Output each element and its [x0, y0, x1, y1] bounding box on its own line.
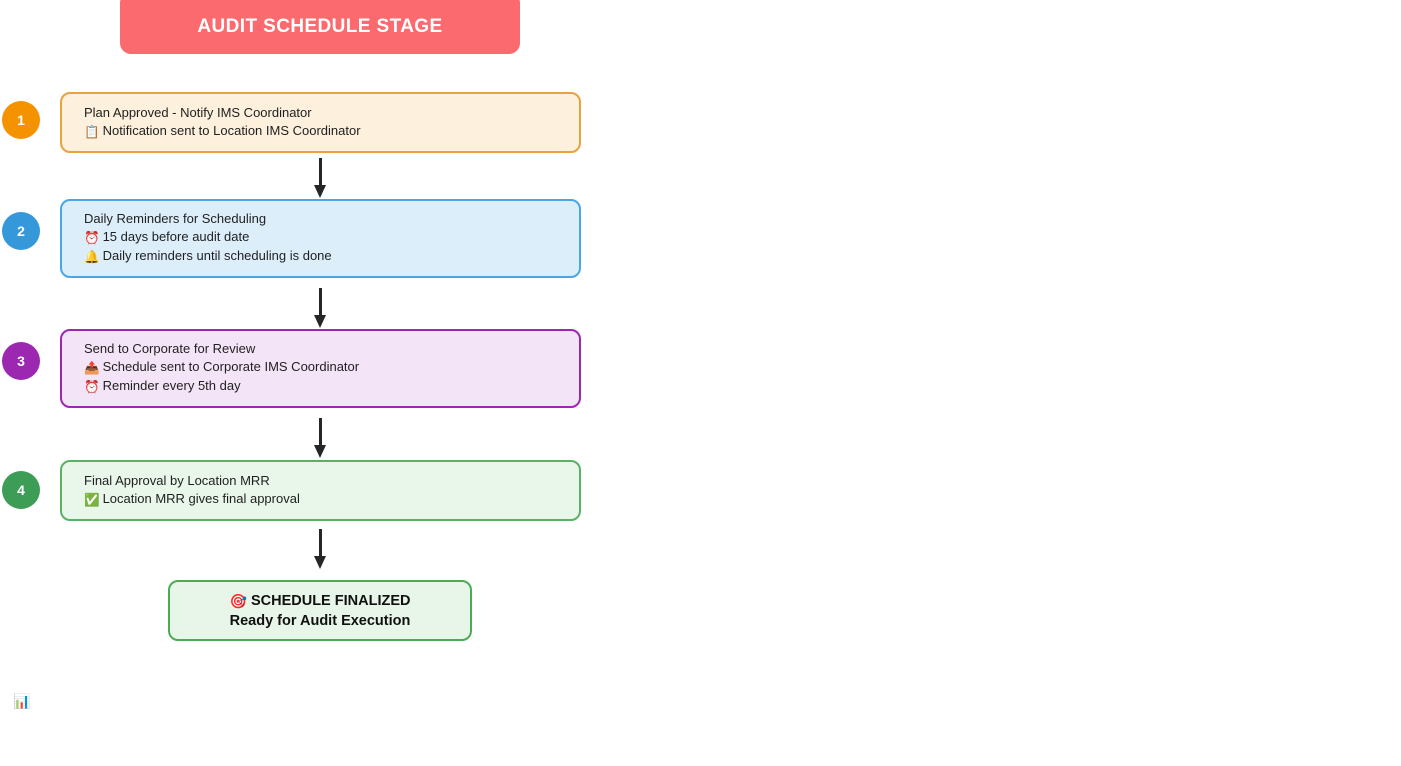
step-badge-3: 3 — [2, 342, 40, 380]
arrow-head — [314, 556, 326, 569]
step-badge-number: 3 — [17, 353, 25, 369]
alarm-clock-icon: ⏰ — [84, 380, 100, 395]
step-badge-number: 1 — [17, 112, 25, 128]
step-detail-text: Reminder every 5th day — [102, 378, 241, 394]
alarm-clock-icon: ⏰ — [84, 230, 100, 245]
final-headline: 🎯SCHEDULE FINALIZED — [230, 591, 411, 611]
connector-arrow-1 — [314, 158, 327, 198]
arrow-head — [314, 445, 326, 458]
step-title: Daily Reminders for Scheduling — [84, 211, 267, 227]
arrow-head — [314, 315, 326, 328]
clipboard-icon: 📋 — [84, 124, 100, 139]
connector-arrow-4 — [314, 529, 327, 569]
step-box-4[interactable]: Final Approval by Location MRR ✅Location… — [60, 460, 581, 521]
direct-hit-target-icon: 🎯 — [229, 592, 247, 609]
step-detail: ⏰15 days before audit date — [84, 228, 579, 248]
connector-arrow-3 — [314, 418, 327, 458]
step-detail-text: Location MRR gives final approval — [102, 490, 300, 506]
step-title: Final Approval by Location MRR — [84, 473, 270, 488]
step-title: Plan Approved - Notify IMS Coordinator — [84, 105, 312, 120]
step-detail: ✅Location MRR gives final approval — [84, 490, 579, 510]
step-detail-text: 15 days before audit date — [102, 228, 250, 244]
bell-icon: 🔔 — [84, 250, 100, 265]
check-mark-button-icon: ✅ — [84, 492, 100, 507]
final-outcome-box[interactable]: 🎯SCHEDULE FINALIZED Ready for Audit Exec… — [168, 580, 472, 641]
step-detail: 🔔Daily reminders until scheduling is don… — [84, 247, 579, 267]
step-badge-1: 1 — [2, 101, 40, 139]
step-badge-2: 2 — [2, 212, 40, 250]
stage-title-banner: AUDIT SCHEDULE STAGE — [120, 0, 520, 54]
final-subline: Ready for Audit Execution — [229, 612, 411, 629]
step-title: Send to Corporate for Review — [84, 341, 256, 357]
step-box-2[interactable]: Daily Reminders for Scheduling ⏰15 days … — [60, 199, 581, 278]
step-badge-number: 2 — [17, 223, 25, 239]
step-detail: 📋Notification sent to Location IMS Coord… — [84, 122, 579, 142]
outbox-tray-icon: 📤 — [84, 360, 100, 375]
page-title: AUDIT SCHEDULE STAGE — [197, 15, 443, 37]
arrow-shaft — [319, 529, 322, 558]
step-badge-number: 4 — [17, 482, 25, 498]
arrow-shaft — [319, 158, 322, 187]
arrow-head — [314, 185, 326, 198]
step-detail-text: Daily reminders until scheduling is done — [102, 248, 332, 264]
bar-chart-icon: 📊 — [13, 693, 31, 709]
step-detail: ⏰Reminder every 5th day — [84, 377, 579, 397]
step-detail-text: Notification sent to Location IMS Coordi… — [102, 122, 361, 138]
step-detail-text: Schedule sent to Corporate IMS Coordinat… — [102, 358, 360, 374]
step-box-3[interactable]: Send to Corporate for Review 📤Schedule s… — [60, 329, 581, 408]
final-headline-text: SCHEDULE FINALIZED — [250, 592, 411, 609]
connector-arrow-2 — [314, 288, 327, 328]
step-box-1[interactable]: Plan Approved - Notify IMS Coordinator 📋… — [60, 92, 581, 153]
arrow-shaft — [319, 418, 322, 447]
arrow-shaft — [319, 288, 322, 317]
step-badge-4: 4 — [2, 471, 40, 509]
step-detail: 📤Schedule sent to Corporate IMS Coordina… — [84, 358, 579, 378]
